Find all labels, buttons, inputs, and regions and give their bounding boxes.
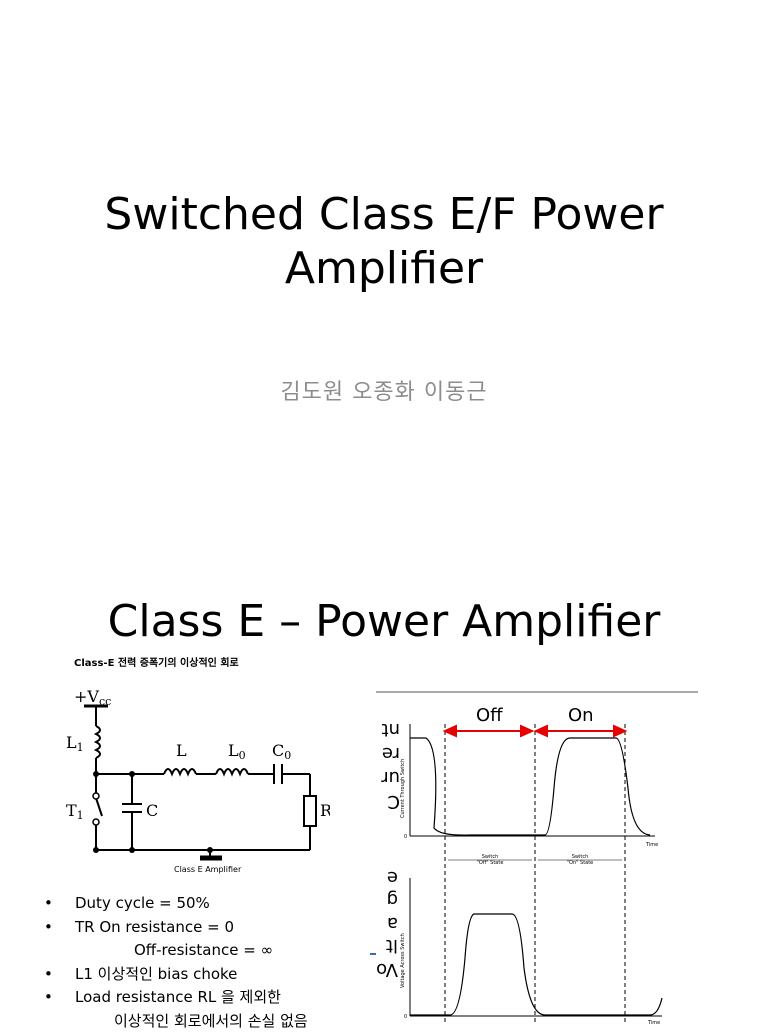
svg-text:ur: ur — [381, 767, 400, 788]
svg-text:e: e — [387, 867, 398, 888]
vcc-label: +Vcc — [74, 687, 111, 708]
current-waveform — [410, 738, 650, 835]
bullet-list: •Duty cycle = 50% •TR On resistance = 0 … — [44, 892, 308, 1033]
circuit-figure-label: Class E Amplifier — [174, 865, 242, 874]
top-zero: 0 — [404, 834, 407, 840]
switch-off-state-2: "Off" State — [477, 860, 504, 866]
bullet-5: •Load resistance RL 을 제외한 — [44, 986, 308, 1010]
svg-text:nt: nt — [382, 720, 400, 740]
circuit-caption: Class-E 전력 증폭기의 이상적인 회로 — [74, 654, 239, 669]
c0-label: C0 — [272, 741, 291, 762]
l-label: L — [176, 741, 187, 760]
slide2-title: Class E – Power Amplifier — [0, 596, 768, 647]
bullet-4: •L1 이상적인 bias choke — [44, 963, 308, 987]
c-label: C — [146, 801, 158, 820]
voltage-side-label: Vo lt a g e — [372, 866, 402, 978]
slide1-title: Switched Class E/F Power Amplifier — [0, 188, 768, 296]
class-e-circuit-diagram: +Vcc L1 L L0 C0 C T1 RL Class E Amplifie… — [60, 680, 330, 880]
svg-text:lt: lt — [386, 935, 398, 956]
current-side-label: C ur re nt — [374, 720, 404, 812]
off-label: Off — [476, 705, 503, 726]
voltage-waveform — [410, 914, 662, 1015]
top-time: Time — [645, 842, 658, 848]
bullet-2: •TR On resistance = 0 — [44, 916, 308, 940]
bottom-time: Time — [647, 1020, 660, 1024]
title-line2: Amplifier — [0, 242, 768, 296]
svg-text:C: C — [387, 791, 400, 812]
switch-waveform-figure: Off On Current Through Switch 0 Time Swi… — [370, 688, 702, 1024]
bullet-3: Off-resistance = ∞ — [44, 939, 308, 963]
svg-text:re: re — [382, 743, 400, 764]
t1-label: T1 — [66, 801, 84, 822]
l1-label: L1 — [66, 733, 84, 754]
bullet-1: •Duty cycle = 50% — [44, 892, 308, 916]
l0-label: L0 — [228, 741, 246, 762]
svg-text:g: g — [387, 889, 398, 910]
title-line1: Switched Class E/F Power — [0, 188, 768, 242]
bullet-6: 이상적인 회로에서의 손실 없음 — [44, 1010, 308, 1033]
rl-label: RL — [320, 801, 330, 822]
switch-on-state-2: "On" State — [567, 860, 594, 866]
svg-text:Vo: Vo — [376, 959, 398, 978]
on-label: On — [568, 705, 594, 726]
authors: 김도원 오종화 이동근 — [0, 374, 768, 406]
svg-text:a: a — [387, 913, 398, 934]
bottom-zero: 0 — [404, 1014, 407, 1020]
